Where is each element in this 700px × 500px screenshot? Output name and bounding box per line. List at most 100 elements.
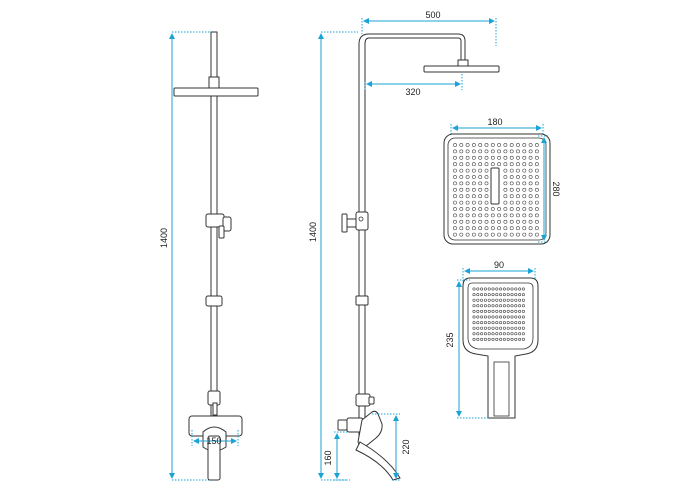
nozzle-hole [516, 187, 520, 192]
nozzle-hole [476, 337, 480, 341]
nozzle-hole [528, 155, 533, 160]
nozzle-hole [509, 219, 514, 224]
nozzle-hole [509, 200, 514, 205]
nozzle-hole [516, 194, 520, 199]
nozzle-hole [487, 321, 491, 325]
nozzle-hole [516, 168, 520, 173]
nozzle-hole [506, 293, 510, 297]
nozzle-hole [521, 332, 525, 336]
nozzle-hole [528, 213, 533, 218]
nozzle-hole [521, 309, 525, 313]
nozzle-hole [490, 207, 495, 211]
nozzle-hole [528, 207, 533, 211]
nozzle-hole [480, 315, 484, 319]
nozzle-hole [491, 287, 495, 291]
nozzle-hole [521, 337, 525, 341]
side-height-label: 1400 [308, 222, 318, 242]
nozzle-hole [503, 219, 508, 224]
nozzle-hole [518, 298, 522, 302]
nozzle-hole [471, 226, 476, 231]
nozzle-hole [465, 162, 470, 167]
nozzle-hole [528, 181, 533, 186]
nozzle-hole [480, 326, 484, 330]
nozzle-hole [497, 207, 502, 211]
nozzle-hole [472, 293, 476, 297]
nozzle-hole [453, 155, 457, 160]
nozzle-hole [472, 326, 476, 330]
nozzle-hole [535, 155, 539, 160]
nozzle-hole [503, 149, 508, 154]
nozzle-hole [510, 332, 514, 336]
nozzle-hole [506, 326, 510, 330]
nozzle-hole [522, 175, 527, 179]
front-rain-head [173, 87, 259, 97]
nozzle-hole [487, 287, 491, 291]
nozzle-hole [484, 168, 489, 173]
nozzle-hole [502, 315, 506, 319]
nozzle-hole [497, 155, 502, 160]
nozzle-hole [516, 200, 520, 205]
nozzle-hole [491, 326, 495, 330]
nozzle-hole [518, 315, 522, 319]
nozzle-hole [471, 168, 476, 173]
nozzle-hole [471, 187, 476, 192]
nozzle-hole [476, 309, 480, 313]
head-depth-dimension: 280 [538, 135, 561, 243]
nozzle-hole [497, 213, 502, 218]
nozzle-hole [528, 175, 533, 179]
nozzle-hole [510, 326, 514, 330]
nozzle-hole [521, 293, 525, 297]
nozzle-hole [465, 168, 470, 173]
nozzle-hole [459, 232, 464, 237]
front-height-label: 1400 [159, 228, 169, 248]
nozzle-hole [509, 213, 514, 218]
nozzle-hole [453, 181, 457, 186]
hand-length-dimension: 235 [445, 279, 490, 419]
nozzle-hole [453, 143, 457, 147]
nozzle-hole [495, 326, 499, 330]
nozzle-hole [471, 181, 476, 186]
side-height-dimension: 1400 [308, 31, 358, 481]
nozzle-hole [535, 207, 539, 211]
nozzle-hole [484, 213, 489, 218]
nozzle-hole [535, 232, 539, 237]
nozzle-hole [487, 315, 491, 319]
nozzle-hole [522, 168, 527, 173]
nozzle-hole [471, 194, 476, 199]
nozzle-hole [465, 181, 470, 186]
nozzle-hole [472, 321, 476, 325]
nozzle-hole [503, 168, 508, 173]
nozzle-hole [503, 200, 508, 205]
nozzle-hole [509, 187, 514, 192]
nozzle-hole [490, 149, 495, 154]
nozzle-hole [502, 321, 506, 325]
nozzle-hole [483, 298, 487, 302]
nozzle-hole [476, 304, 480, 308]
nozzle-hole [509, 175, 514, 179]
nozzle-hole [487, 309, 491, 313]
side-mixer-height-label: 220 [401, 439, 411, 454]
nozzle-hole [490, 219, 495, 224]
nozzle-hole [495, 315, 499, 319]
side-rain-head [423, 65, 500, 73]
hand-width-label: 90 [494, 260, 504, 270]
nozzle-hole [459, 187, 464, 192]
nozzle-hole [484, 143, 489, 147]
nozzle-hole [535, 162, 539, 167]
nozzle-hole [459, 143, 464, 147]
nozzle-hole [490, 143, 495, 147]
nozzle-hole [459, 226, 464, 231]
nozzle-hole [453, 149, 457, 154]
nozzle-hole [518, 309, 522, 313]
nozzle-hole [521, 287, 525, 291]
nozzle-hole [503, 226, 508, 231]
nozzle-hole [483, 293, 487, 297]
nozzle-hole [472, 287, 476, 291]
nozzle-hole [516, 155, 520, 160]
nozzle-hole [472, 315, 476, 319]
nozzle-hole [509, 226, 514, 231]
nozzle-hole [528, 226, 533, 231]
nozzle-hole [499, 326, 503, 330]
nozzle-hole [514, 309, 518, 313]
nozzle-hole [499, 309, 503, 313]
